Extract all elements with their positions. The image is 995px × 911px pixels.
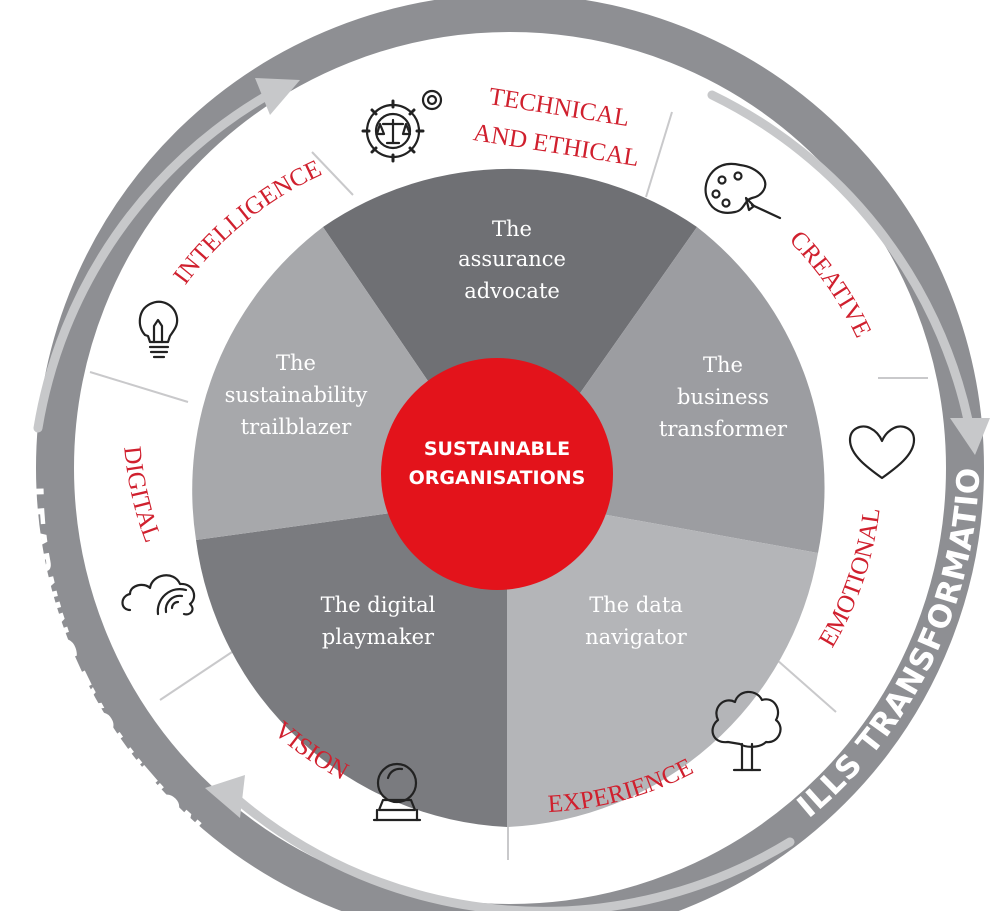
- arrow-top-left: [33, 90, 273, 433]
- role-sustainability-line3: trailblazer: [241, 415, 353, 439]
- arrow-top-left-head: [255, 78, 300, 115]
- wedge-data: [507, 497, 818, 827]
- center-label-line2: ORGANISATIONS: [409, 467, 586, 489]
- role-data-line1: The data: [589, 593, 683, 617]
- lightbulb-icon: [138, 300, 179, 359]
- ring-arrows: [33, 78, 990, 911]
- cloud-icon: [121, 574, 196, 616]
- role-digital-line2: playmaker: [322, 625, 435, 649]
- role-business-line1: The: [703, 353, 743, 377]
- arrow-bottom: [233, 795, 795, 911]
- role-data-line2: navigator: [585, 625, 688, 649]
- role-assurance-line2: assurance: [458, 247, 566, 271]
- palette-brush-icon: [704, 162, 782, 220]
- outer-ring: [36, 0, 984, 911]
- role-business-line2: business: [677, 385, 769, 409]
- tree-icon: [711, 690, 782, 772]
- arrow-top-right: [707, 90, 973, 425]
- center-circle: [381, 358, 613, 590]
- center-label-line1: SUSTAINABLE: [424, 438, 570, 460]
- wedge-digital: [196, 497, 507, 827]
- role-business-line3: transformer: [659, 417, 788, 441]
- gears-scales-icon: [361, 89, 443, 163]
- role-assurance-line1: The: [492, 217, 532, 241]
- role-digital-line1: The digital: [321, 593, 436, 617]
- arrow-top-right-head: [950, 418, 990, 455]
- crystal-ball-icon: [372, 762, 422, 822]
- role-assurance-line3: advocate: [464, 279, 560, 303]
- wedge-assurance: [323, 168, 697, 497]
- skill-dividers: [89, 111, 928, 860]
- heart-icon: [848, 425, 916, 480]
- arrow-bottom-head: [205, 775, 245, 818]
- role-wedges: [192, 168, 825, 827]
- role-sustainability-line1: The: [276, 351, 316, 375]
- role-labels: The assurance advocate The business tran…: [225, 217, 788, 649]
- role-sustainability-line2: sustainability: [225, 383, 368, 407]
